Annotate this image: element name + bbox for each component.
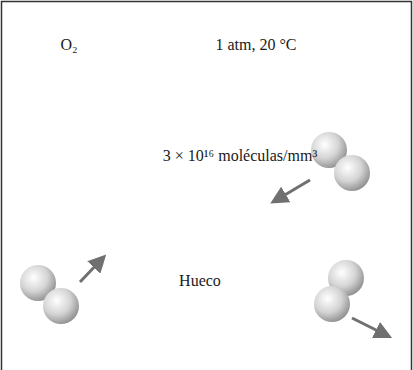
density-label: 3 × 10¹⁶ moléculas/mm³	[163, 147, 317, 165]
velocity-arrow	[80, 261, 100, 282]
oxygen-molecule	[311, 132, 370, 191]
velocity-arrow	[278, 180, 310, 199]
region-label: Hueco	[179, 272, 221, 290]
oxygen-molecule	[314, 260, 364, 322]
gas-label: O₂	[60, 36, 77, 54]
oxygen-molecule	[20, 265, 79, 324]
condition-label: 1 atm, 20 °C	[215, 36, 296, 54]
velocity-arrow	[352, 318, 384, 334]
